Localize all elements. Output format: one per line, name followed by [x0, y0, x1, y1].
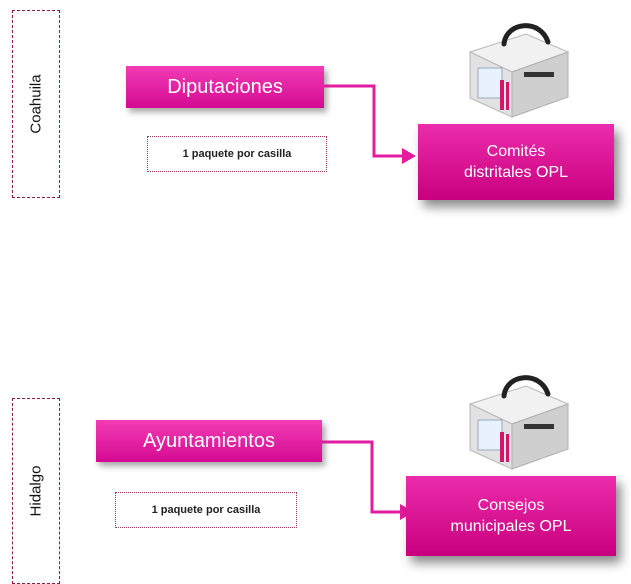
- destination-box: Comités distritales OPL: [418, 124, 614, 200]
- package-note-text: 1 paquete por casilla: [182, 148, 292, 160]
- package-note: 1 paquete por casilla: [147, 136, 327, 172]
- state-name: Hidalgo: [27, 465, 45, 517]
- destination-line-2: municipales OPL: [450, 518, 572, 535]
- ballot-box-icon: [468, 375, 570, 470]
- election-type-box: Ayuntamientos: [96, 420, 322, 462]
- election-type-label: Diputaciones: [167, 75, 283, 98]
- arrow-icon: [324, 84, 416, 164]
- package-note-text: 1 paquete por casilla: [151, 504, 261, 516]
- package-note: 1 paquete por casilla: [115, 492, 297, 528]
- state-name: Coahuila: [27, 74, 45, 134]
- arrow-icon: [322, 440, 414, 520]
- ballot-box-icon: [468, 23, 570, 118]
- state-label-coahuila: Coahuila: [12, 10, 60, 198]
- destination-line-1: Consejos: [477, 497, 545, 514]
- election-type-box: Diputaciones: [126, 66, 324, 108]
- election-type-label: Ayuntamientos: [143, 429, 275, 452]
- state-label-hidalgo: Hidalgo: [12, 398, 60, 584]
- destination-box: Consejos municipales OPL: [406, 476, 616, 556]
- destination-line-1: Comités: [486, 143, 546, 160]
- destination-line-2: distritales OPL: [463, 164, 569, 181]
